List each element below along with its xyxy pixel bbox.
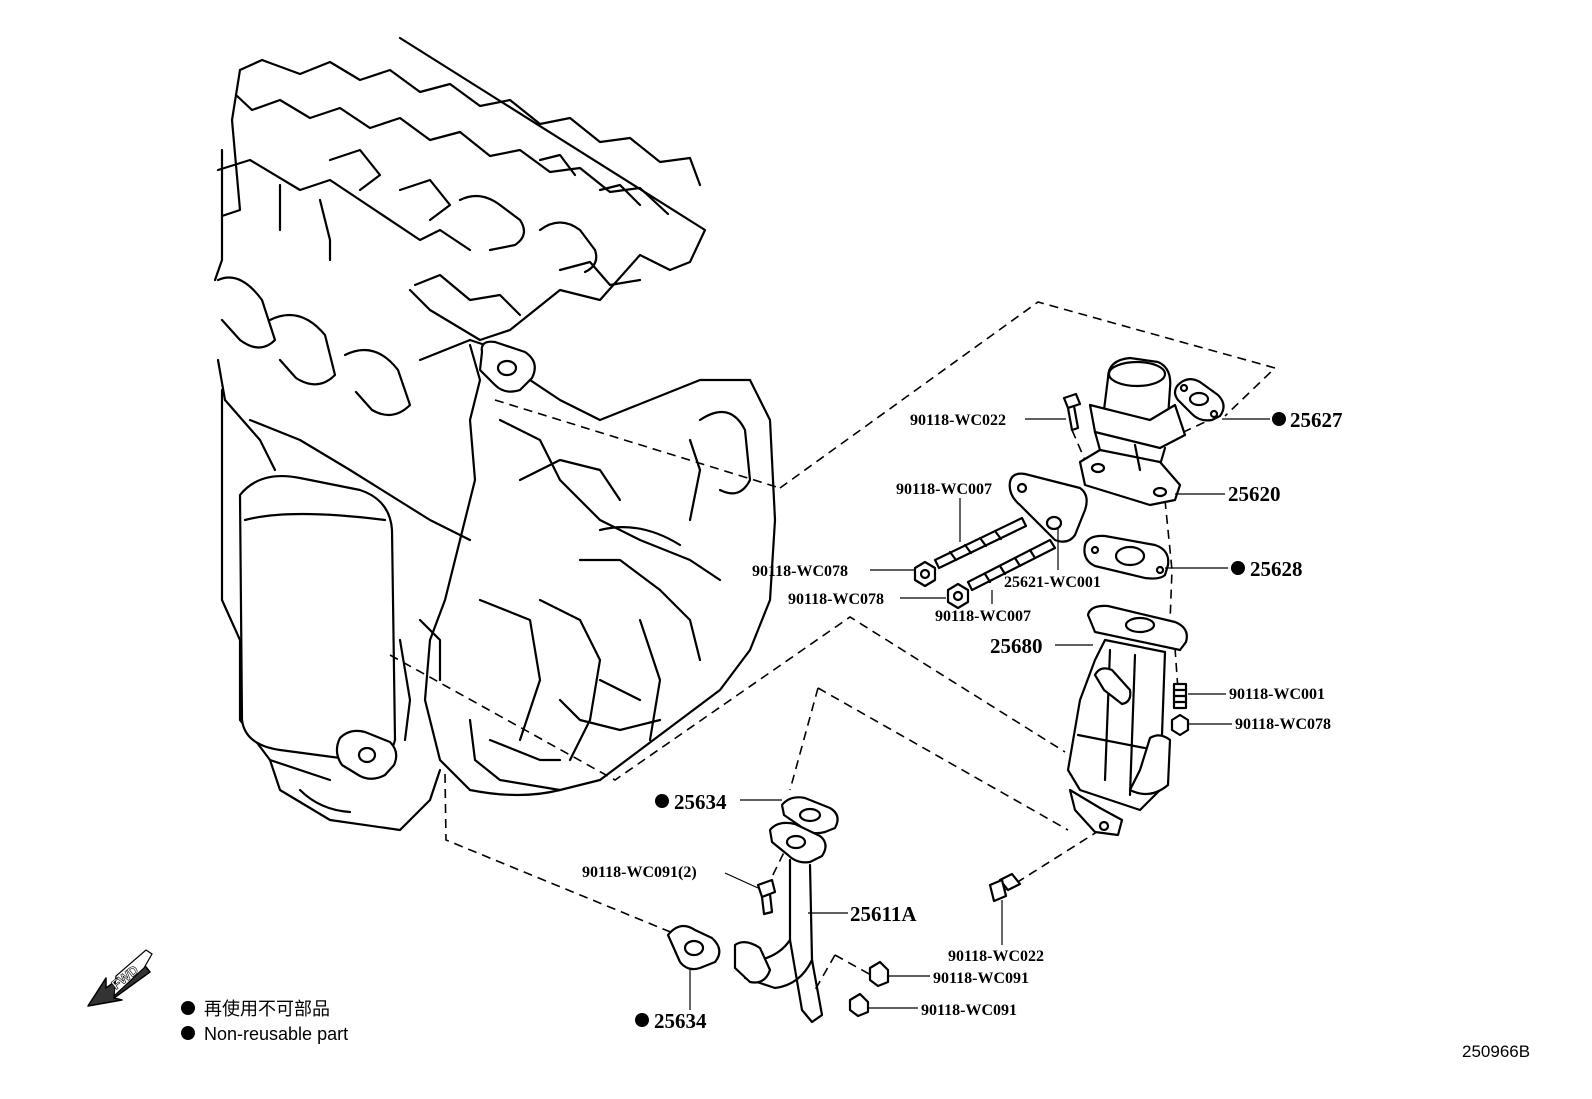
label-90118-wc091-a[interactable]: 90118-WC091 — [933, 970, 1029, 987]
non-reusable-marker-icon — [181, 1001, 195, 1015]
label-90118-wc091-b[interactable]: 90118-WC091 — [921, 1002, 1017, 1019]
fwd-arrow-icon: FWD — [87, 949, 153, 1007]
label-90118-wc001[interactable]: 90118-WC001 — [1229, 686, 1325, 703]
gasket-25628-drawing — [1083, 534, 1170, 580]
label-90118-wc022-top[interactable]: 90118-WC022 — [910, 412, 1006, 429]
non-reusable-marker-icon — [655, 794, 669, 808]
egr-cooler-25680-drawing — [1066, 604, 1188, 837]
bracket-25621-drawing — [1008, 472, 1088, 543]
label-90118-wc007-bot[interactable]: 90118-WC007 — [935, 608, 1031, 625]
leader-lines — [689, 418, 1270, 1010]
egr-valve-drawing — [1078, 356, 1187, 507]
label-90118-wc078-c[interactable]: 90118-WC078 — [1235, 716, 1331, 733]
engine-block-illustration — [213, 36, 777, 832]
label-25621-wc001[interactable]: 25621-WC001 — [1004, 574, 1101, 591]
legend-english: Non-reusable part — [204, 1024, 348, 1044]
studs-and-nuts-drawing — [913, 392, 1190, 737]
label-90118-wc078-a[interactable]: 90118-WC078 — [752, 563, 848, 580]
label-90118-wc022-bot[interactable]: 90118-WC022 — [948, 948, 1044, 965]
label-25634-top[interactable]: 25634 — [674, 790, 727, 814]
non-reusable-marker-icon — [635, 1013, 649, 1027]
label-90118-wc078-b[interactable]: 90118-WC078 — [788, 591, 884, 608]
label-90118-wc091-2[interactable]: 90118-WC091(2) — [582, 864, 697, 881]
egr-pipe-25611a-drawing — [666, 796, 1022, 1024]
label-25680[interactable]: 25680 — [990, 634, 1043, 658]
gasket-25627-drawing — [1173, 378, 1225, 422]
label-25620[interactable]: 25620 — [1228, 482, 1281, 506]
legend: 再使用不可部品 Non-reusable part — [181, 999, 348, 1044]
label-25611a[interactable]: 25611A — [850, 902, 917, 926]
label-25628[interactable]: 25628 — [1250, 557, 1303, 581]
part-labels: 25627 90118-WC022 25620 90118-WC007 9011… — [582, 408, 1343, 1033]
legend-japanese: 再使用不可部品 — [204, 999, 330, 1019]
label-25627[interactable]: 25627 — [1290, 408, 1343, 432]
non-reusable-marker-icon — [1231, 561, 1245, 575]
label-25634-bot[interactable]: 25634 — [654, 1009, 707, 1033]
label-90118-wc007-top[interactable]: 90118-WC007 — [896, 481, 992, 498]
non-reusable-marker-icon — [181, 1026, 195, 1040]
non-reusable-marker-icon — [1272, 412, 1286, 426]
diagram-reference-number: 250966B — [1462, 1042, 1530, 1061]
